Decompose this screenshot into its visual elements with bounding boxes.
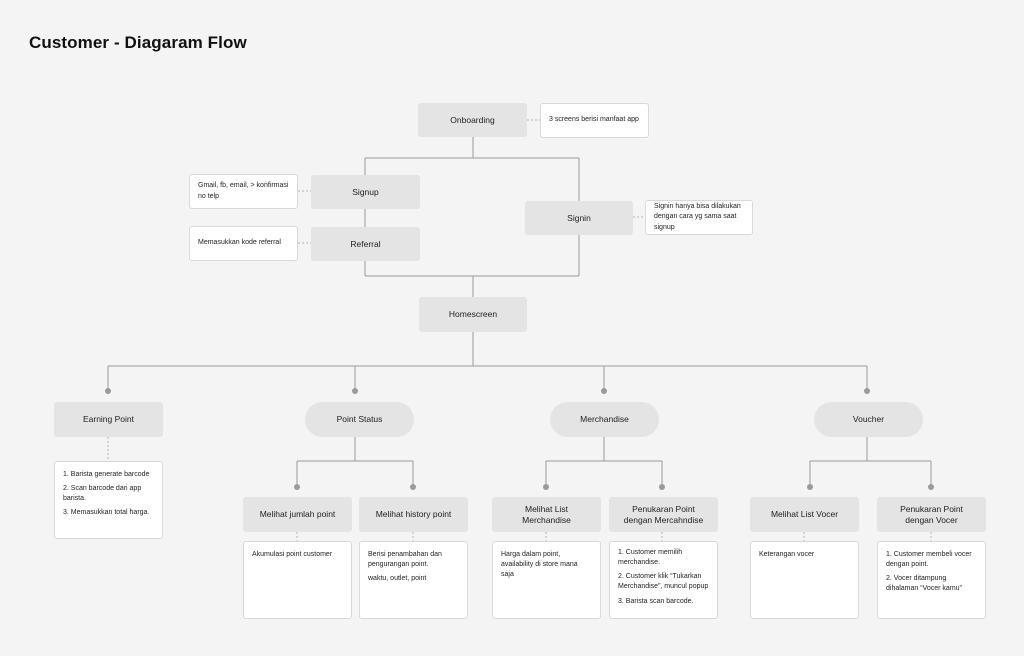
note-referral: Memasukkan kode referral [189,226,298,261]
note-penukaran-vocer: 1. Customer membeli vocer dengan point. … [877,541,986,619]
note-line: waktu, outlet, point [368,575,427,583]
note-line: Berisi penambahan dan pengurangan point. [368,551,442,569]
note-onboarding: 3 screens berisi manfaat app [540,103,649,138]
note-signin: Signin hanya bisa dilakukan dengan cara … [645,200,753,235]
note-line: 3. Barista scan barcode. [618,597,694,605]
node-melihat-jumlah-point: Melihat jumlah point [243,497,352,532]
note-line: 2. Vocer ditampung dihalaman “Vocer kamu… [886,575,962,593]
note-line: 1. Customer memilih merchandise. [618,549,683,567]
node-merchandise: Merchandise [550,402,659,437]
note-line: 1. Barista generate barcode [63,471,150,478]
note-line: Harga dalam point, availability di store… [501,551,578,579]
note-signup: Gmail, fb, email, > konfirmasi no telp [189,174,298,209]
page-title: Customer - Diagaram Flow [29,33,247,52]
note-line: 2. Scan barcode dari app barista. [63,485,142,503]
node-penukaran-point-vocer: Penukaran Point dengan Vocer [877,497,986,532]
node-earning-point: Earning Point [54,402,163,437]
note-line: Keterangan vocer [759,551,815,558]
node-melihat-list-merchandise: Melihat List Merchandise [492,497,601,532]
node-referral: Referral [311,227,420,261]
note-line: Akumulasi point customer [252,551,333,558]
node-melihat-history-point: Melihat history point [359,497,468,532]
node-signin: Signin [525,201,633,235]
node-point-status: Point Status [305,402,414,437]
note-history-point: Berisi penambahan dan pengurangan point.… [359,541,468,619]
note-line: 2. Customer klik “Tukarkan Merchandise”,… [618,573,709,591]
note-line: 1. Customer membeli vocer dengan point. [886,551,972,569]
note-line: 3. Memasukkan total harga. [63,509,150,517]
note-list-vocer: Keterangan vocer [750,541,859,619]
node-onboarding: Onboarding [418,103,527,137]
note-jumlah-point: Akumulasi point customer [243,541,352,619]
note-earning-point: 1. Barista generate barcode 2. Scan barc… [54,461,163,539]
node-voucher: Voucher [814,402,923,437]
node-homescreen: Homescreen [419,297,527,332]
node-signup: Signup [311,175,420,209]
note-list-merchandise: Harga dalam point, availability di store… [492,541,601,619]
node-melihat-list-vocer: Melihat List Vocer [750,497,859,532]
node-penukaran-point-merchandise: Penukaran Point dengan Mercahndise [609,497,718,532]
note-penukaran-merchandise: 1. Customer memilih merchandise. 2. Cust… [609,541,718,619]
